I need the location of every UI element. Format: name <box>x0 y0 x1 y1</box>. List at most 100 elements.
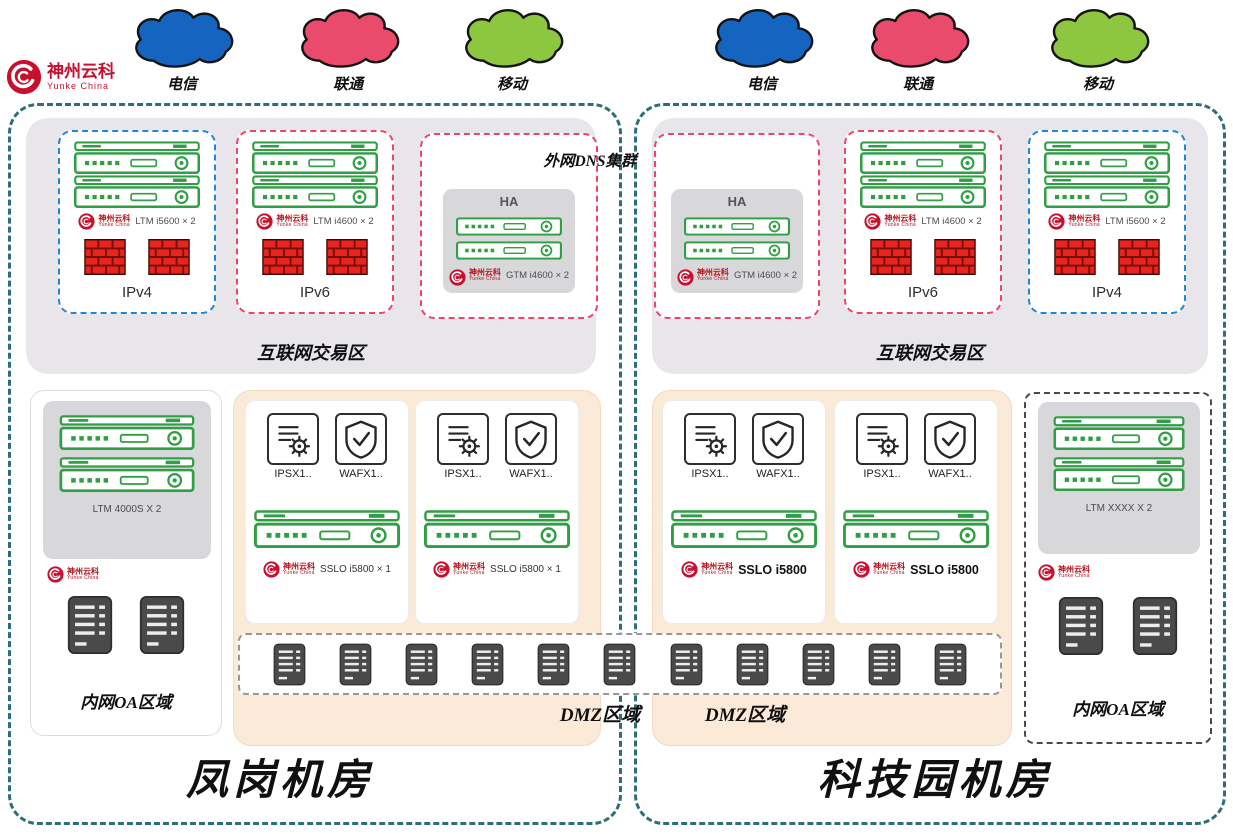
adc-appliance-icon <box>456 217 562 236</box>
isp-label: 联通 <box>332 77 363 93</box>
adc-appliance-icon <box>252 141 378 175</box>
device-model-label: LTM i5600 × 2 <box>1105 216 1166 227</box>
waf-label: WAFX1.. <box>756 468 800 480</box>
waf-label: WAFX1.. <box>339 468 383 480</box>
brand-sub: Yunke China <box>1058 573 1090 579</box>
yunke-logo-icon <box>433 561 450 578</box>
yunke-logo-icon <box>6 59 42 95</box>
server-cabinet-icon <box>67 595 113 655</box>
ip-stack-label: IPv4 <box>121 284 152 301</box>
adc-appliance-icon <box>860 141 986 175</box>
cloud-icon <box>453 4 571 72</box>
server-cabinet-icon <box>736 642 769 687</box>
server-cabinet-icon <box>802 642 835 687</box>
firewall-icon <box>934 239 976 275</box>
adc-appliance-icon <box>456 241 562 260</box>
datacenter-keji-boundary <box>634 103 1226 825</box>
adc-appliance-icon <box>74 141 200 175</box>
yunke-logo-icon <box>78 213 95 230</box>
server-cabinet-icon <box>603 642 636 687</box>
zone-label: 互联网交易区 <box>876 343 984 363</box>
sslo-appliance-icon <box>843 510 989 549</box>
ips-label: IPSX1.. <box>691 468 729 480</box>
ips-label: IPSX1.. <box>274 468 312 480</box>
isp-cloud-unicom-right: 联通 <box>856 4 980 94</box>
firewall-icon <box>148 239 190 275</box>
cloud-icon <box>289 4 407 72</box>
brand-sub: Yunke China <box>283 570 315 576</box>
isp-cloud-telecom-left: 电信 <box>120 4 244 94</box>
brand-name: 神州云科 <box>884 214 917 223</box>
yunke-logo-icon <box>1038 564 1055 581</box>
ips-label: IPSX1.. <box>863 468 901 480</box>
brand-sub: Yunke China <box>98 222 130 228</box>
adc-appliance-icon <box>684 241 790 260</box>
ips-icon <box>690 419 730 459</box>
cloud-icon <box>123 4 241 72</box>
ip-stack-label: IPv4 <box>1091 284 1122 301</box>
ips-icon <box>862 419 902 459</box>
adc-appliance-icon <box>74 175 200 209</box>
ltm-device-stack <box>1044 141 1170 209</box>
brand-name: 神州云科 <box>98 214 131 223</box>
isp-cloud-telecom-right: 电信 <box>700 4 824 94</box>
server-cabinet-icon <box>1058 596 1104 656</box>
adc-appliance-icon <box>1044 175 1170 209</box>
brand-sub: Yunke China <box>873 570 905 576</box>
server-cabinet-icon <box>934 642 967 687</box>
oa-zone-label: 内网OA区域 <box>1072 700 1164 719</box>
ltm-device-stack <box>860 141 986 209</box>
ha-label: HA <box>727 194 747 209</box>
device-model-label: GTM i4600 × 2 <box>505 269 570 281</box>
sslo-appliance-icon <box>254 510 400 549</box>
server-cabinet-icon <box>405 642 438 687</box>
server-cabinet-icon <box>471 642 504 687</box>
yunke-logo-icon <box>1048 213 1065 230</box>
device-model-label: LTM i4600 × 2 <box>313 216 374 227</box>
brand-name: 神州云科 <box>47 61 115 81</box>
sslo-appliance-icon <box>671 510 817 549</box>
adc-appliance-icon <box>1044 141 1170 175</box>
waf-label: WAFX1.. <box>928 468 972 480</box>
sslo-model-label: SSLO i5800 <box>738 562 807 577</box>
brand-name: 神州云科 <box>873 562 906 571</box>
waf-tile: WAFX1.. <box>335 413 387 480</box>
brand-name: 神州云科 <box>453 562 486 571</box>
brand-sub: Yunke China <box>67 575 99 581</box>
isp-label: 电信 <box>746 77 777 93</box>
sslo-model-label: SSLO i5800 × 1 <box>320 564 391 575</box>
firewall-icon <box>870 239 912 275</box>
waf-tile: WAFX1.. <box>924 413 976 480</box>
dmz-server-strip <box>238 633 1002 695</box>
adc-appliance-icon <box>684 217 790 236</box>
ips-tile: IPSX1.. <box>856 413 908 480</box>
datacenter-fenggang-boundary <box>8 103 622 825</box>
sslo-model-label: SSLO i5800 <box>910 562 979 577</box>
sslo-appliance-icon <box>424 510 570 549</box>
ips-icon <box>273 419 313 459</box>
firewall-icon <box>1054 239 1096 275</box>
waf-icon <box>341 419 381 459</box>
brand-sub: Yunke China <box>884 222 916 228</box>
adc-appliance-icon <box>59 457 195 493</box>
isp-label: 联通 <box>902 77 933 93</box>
firewall-icon <box>262 239 304 275</box>
server-cabinet-icon <box>339 642 372 687</box>
firewall-icon <box>84 239 126 275</box>
brand-sub: Yunke China <box>701 570 733 576</box>
yunke-logo-icon <box>864 213 881 230</box>
device-model-label: LTM i4600 × 2 <box>921 216 982 227</box>
